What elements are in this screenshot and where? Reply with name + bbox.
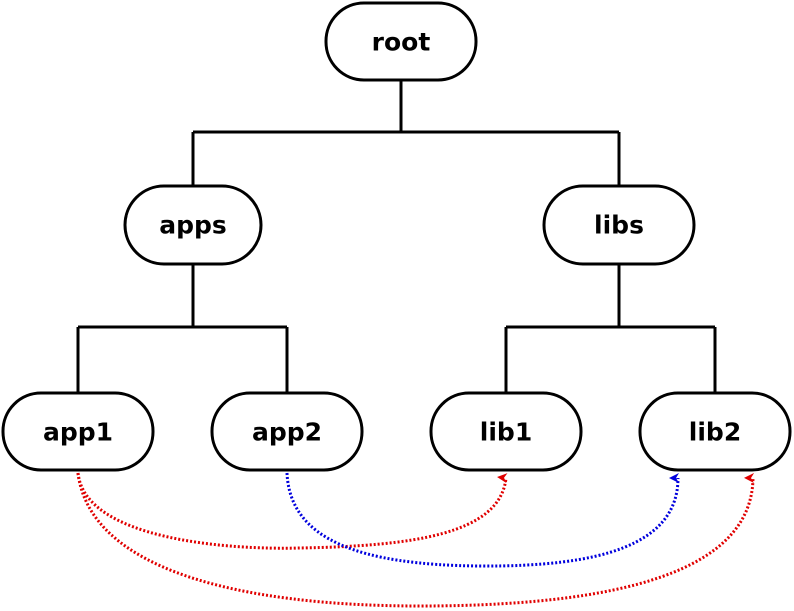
node-lib2-shape: [638, 391, 792, 472]
dependency-edges: [76, 472, 755, 608]
node-app2-shape: [210, 391, 364, 472]
edge-libs-children: [504, 264, 717, 393]
edge-apps-children: [76, 264, 289, 393]
node-lib1-label: lib1: [480, 418, 532, 447]
node-libs-shape: [542, 184, 696, 266]
dependency-arrow-app1-lib2: [76, 472, 755, 608]
node-lib2: lib2: [638, 391, 792, 472]
tree-edges: [76, 80, 717, 393]
node-app2-label: app2: [252, 418, 322, 447]
node-app1: app1: [1, 391, 155, 472]
node-lib1: lib1: [429, 391, 583, 472]
edge-root-children: [191, 80, 621, 186]
node-app1-shape: [1, 391, 155, 472]
dependency-arrow-app1-lib1: [76, 472, 508, 550]
node-lib2-label: lib2: [689, 418, 741, 447]
dependency-arrow-app2-lib2: [285, 472, 680, 568]
node-root: root: [324, 1, 478, 82]
node-libs-label: libs: [594, 211, 644, 240]
node-root-label: root: [372, 28, 431, 57]
node-apps-shape: [123, 184, 263, 266]
node-root-shape: [324, 1, 478, 82]
node-apps-label: apps: [159, 211, 227, 240]
node-lib1-shape: [429, 391, 583, 472]
node-apps: apps: [123, 184, 263, 266]
node-libs: libs: [542, 184, 696, 266]
node-app2: app2: [210, 391, 364, 472]
node-app1-label: app1: [43, 418, 113, 447]
